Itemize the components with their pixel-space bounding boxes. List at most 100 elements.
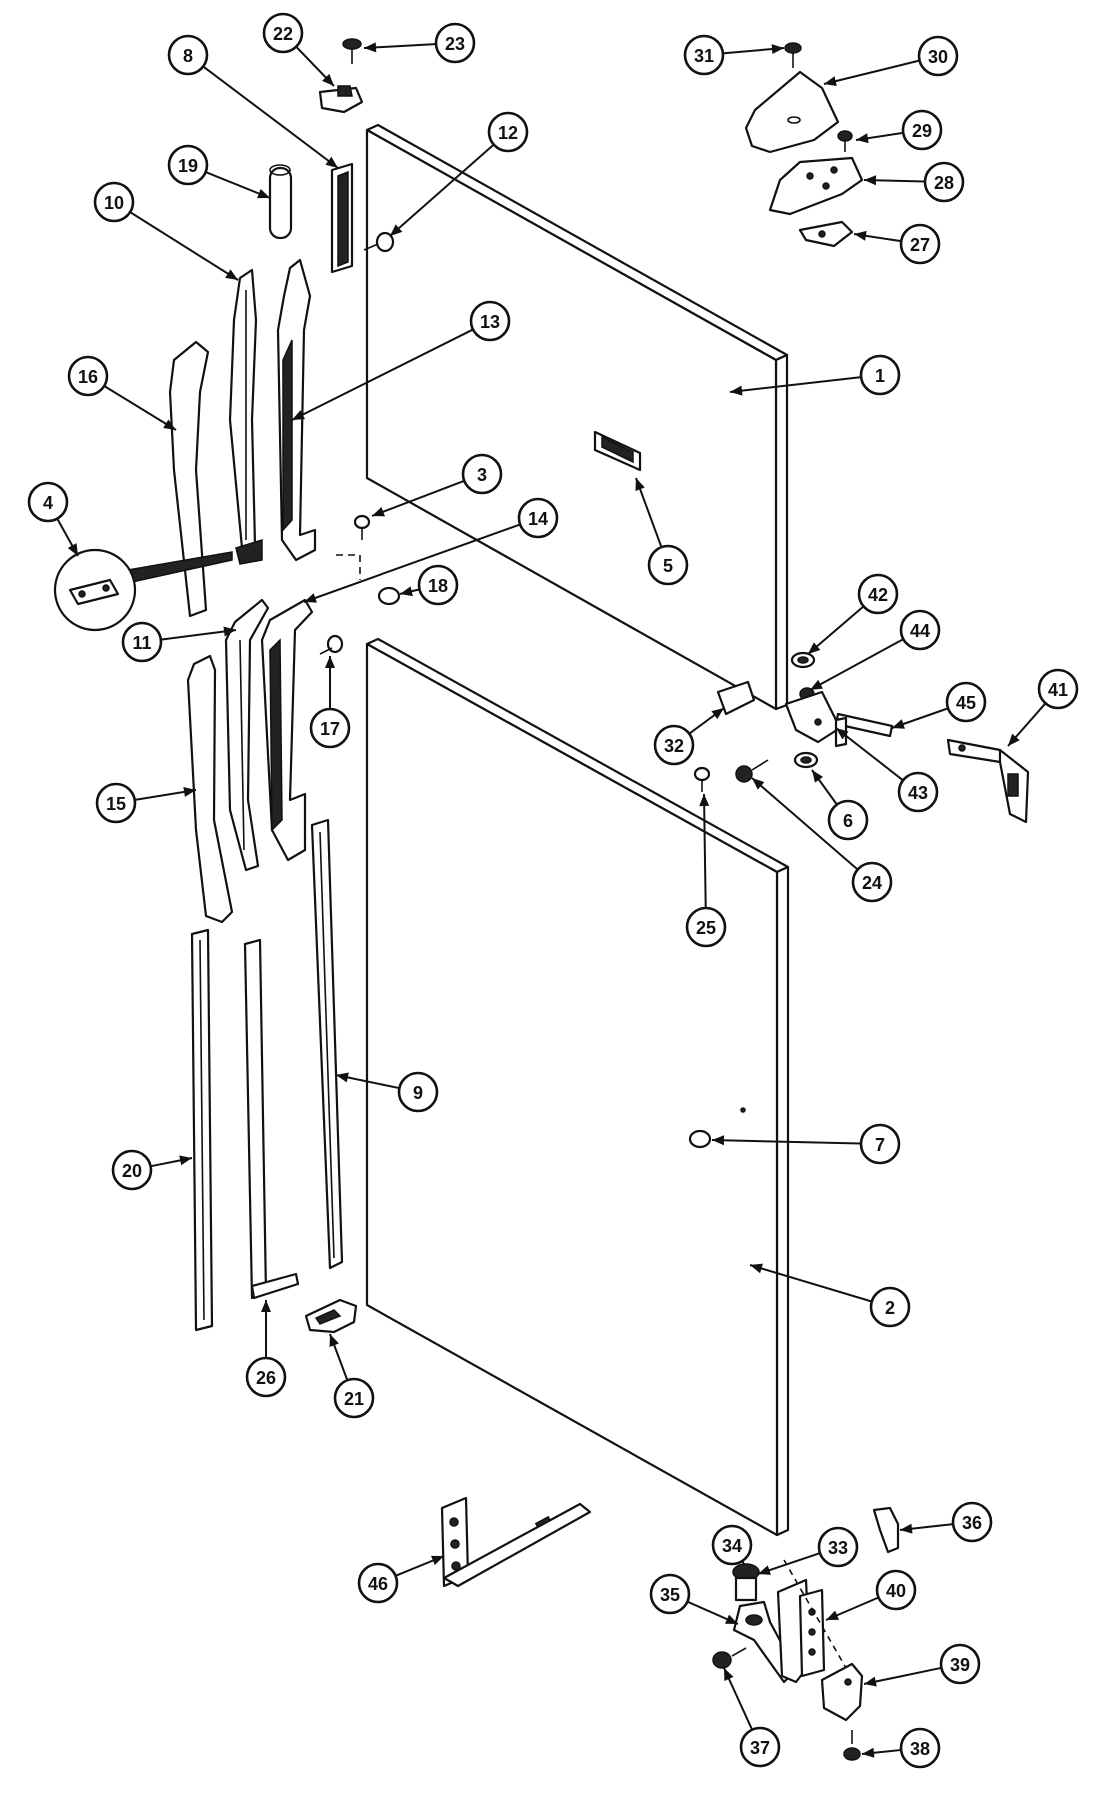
- leader-arrow-12: [390, 224, 403, 236]
- callout-label-16: 16: [78, 367, 98, 387]
- part-43-hinge: [784, 690, 842, 744]
- leader-arrow-11: [223, 626, 236, 637]
- part-18-plug: [377, 586, 401, 606]
- callout-label-41: 41: [1048, 680, 1068, 700]
- door-hole: [740, 1107, 746, 1113]
- callout-label-4: 4: [43, 493, 53, 513]
- part-22-hinge-cap: [318, 85, 364, 114]
- callout-label-22: 22: [273, 24, 293, 44]
- callout-label-27: 27: [910, 235, 930, 255]
- leader-arrow-39: [864, 1676, 877, 1687]
- callout-circle-14: [517, 497, 559, 539]
- callout-circle-19: [167, 144, 209, 186]
- callout-circle-11: [121, 621, 163, 663]
- callout-circle-23: [434, 22, 476, 64]
- callout-label-12: 12: [498, 123, 518, 143]
- callout-label-30: 30: [928, 47, 948, 67]
- leader-arrow-44: [810, 679, 823, 690]
- leader-arrow-30: [824, 76, 837, 86]
- leader-line-2: [749, 1264, 872, 1303]
- part-46-bracket: [440, 1496, 592, 1588]
- part-29-screw: [837, 130, 853, 152]
- leader-line-25: [703, 793, 707, 908]
- callout-circle-25: [685, 906, 727, 948]
- part-38-screw: [843, 1730, 861, 1761]
- leader-arrow-8: [325, 156, 338, 168]
- callout-label-38: 38: [910, 1739, 930, 1759]
- callout-label-43: 43: [908, 783, 928, 803]
- leader-line-43: [835, 727, 903, 781]
- leader-arrow-41: [1008, 733, 1020, 746]
- part-11-gasket: [224, 598, 270, 872]
- callout-circle-29: [901, 109, 943, 151]
- leader-arrow-32: [711, 708, 724, 720]
- callout-circle-32: [653, 724, 695, 766]
- callout-label-25: 25: [696, 918, 716, 938]
- callout-label-45: 45: [956, 693, 976, 713]
- callout-circle-13: [469, 300, 511, 342]
- callout-label-23: 23: [445, 34, 465, 54]
- leader-line-7: [711, 1139, 861, 1145]
- leader-line-10: [130, 211, 239, 281]
- part-10-gasket: [228, 268, 263, 565]
- callout-label-35: 35: [660, 1585, 680, 1605]
- leader-line-30: [823, 59, 919, 85]
- part-8-bracket: [330, 162, 354, 274]
- leader-arrow-28: [864, 175, 877, 186]
- callout-circle-18: [417, 564, 459, 606]
- part-6-washer: [793, 751, 819, 769]
- callout-label-17: 17: [320, 719, 340, 739]
- callout-circle-15: [95, 782, 137, 824]
- part-9-rail: [310, 818, 344, 1270]
- part-42-washer: [790, 651, 816, 669]
- leader-arrow-43: [836, 728, 849, 740]
- leader-arrow-22: [322, 73, 334, 86]
- part-30-hinge-cover: [744, 70, 840, 154]
- leader-arrow-9: [336, 1072, 349, 1083]
- leader-line-3: [371, 480, 464, 517]
- lower-door-panel: [365, 637, 790, 1537]
- leader-arrow-16: [163, 419, 176, 430]
- leader-line-39: [863, 1667, 941, 1685]
- callout-label-13: 13: [480, 312, 500, 332]
- part-19-roller: [268, 164, 293, 240]
- leader-arrow-3: [372, 507, 385, 517]
- part-36-clip: [872, 1506, 900, 1554]
- callout-circle-2: [869, 1286, 911, 1328]
- callout-label-7: 7: [875, 1135, 885, 1155]
- callout-label-32: 32: [664, 736, 684, 756]
- leader-arrow-27: [854, 230, 867, 241]
- callout-circle-40: [875, 1569, 917, 1611]
- leader-arrow-36: [900, 1523, 913, 1534]
- callout-circle-12: [487, 111, 529, 153]
- callout-label-19: 19: [178, 156, 198, 176]
- callout-label-42: 42: [868, 585, 888, 605]
- callout-circle-4: [27, 481, 69, 523]
- leader-arrow-17: [325, 656, 335, 668]
- callout-circle-31: [683, 34, 725, 76]
- callout-circle-10: [93, 181, 135, 223]
- callout-circle-27: [899, 223, 941, 265]
- part-32-hinge-bracket: [716, 680, 756, 716]
- leader-line-11: [161, 629, 237, 641]
- callout-label-46: 46: [368, 1574, 388, 1594]
- callout-label-18: 18: [428, 576, 448, 596]
- leader-line-16: [104, 385, 177, 431]
- callout-label-3: 3: [477, 465, 487, 485]
- leader-arrow-37: [724, 1668, 734, 1681]
- callout-circle-16: [67, 355, 109, 397]
- callout-circle-21: [333, 1377, 375, 1419]
- leader-arrow-13: [292, 410, 305, 420]
- callout-label-39: 39: [950, 1655, 970, 1675]
- upper-door-panel: [365, 123, 789, 711]
- callout-label-24: 24: [862, 873, 882, 893]
- callout-circle-45: [945, 681, 987, 723]
- leader-arrow-31: [771, 44, 784, 55]
- leader-arrow-33: [758, 1565, 771, 1575]
- part-12-screw: [363, 231, 395, 253]
- part-13-handle-trim: [276, 258, 317, 562]
- callout-circle-9: [397, 1071, 439, 1113]
- leader-line-24: [751, 777, 858, 870]
- leader-line-5: [635, 477, 663, 547]
